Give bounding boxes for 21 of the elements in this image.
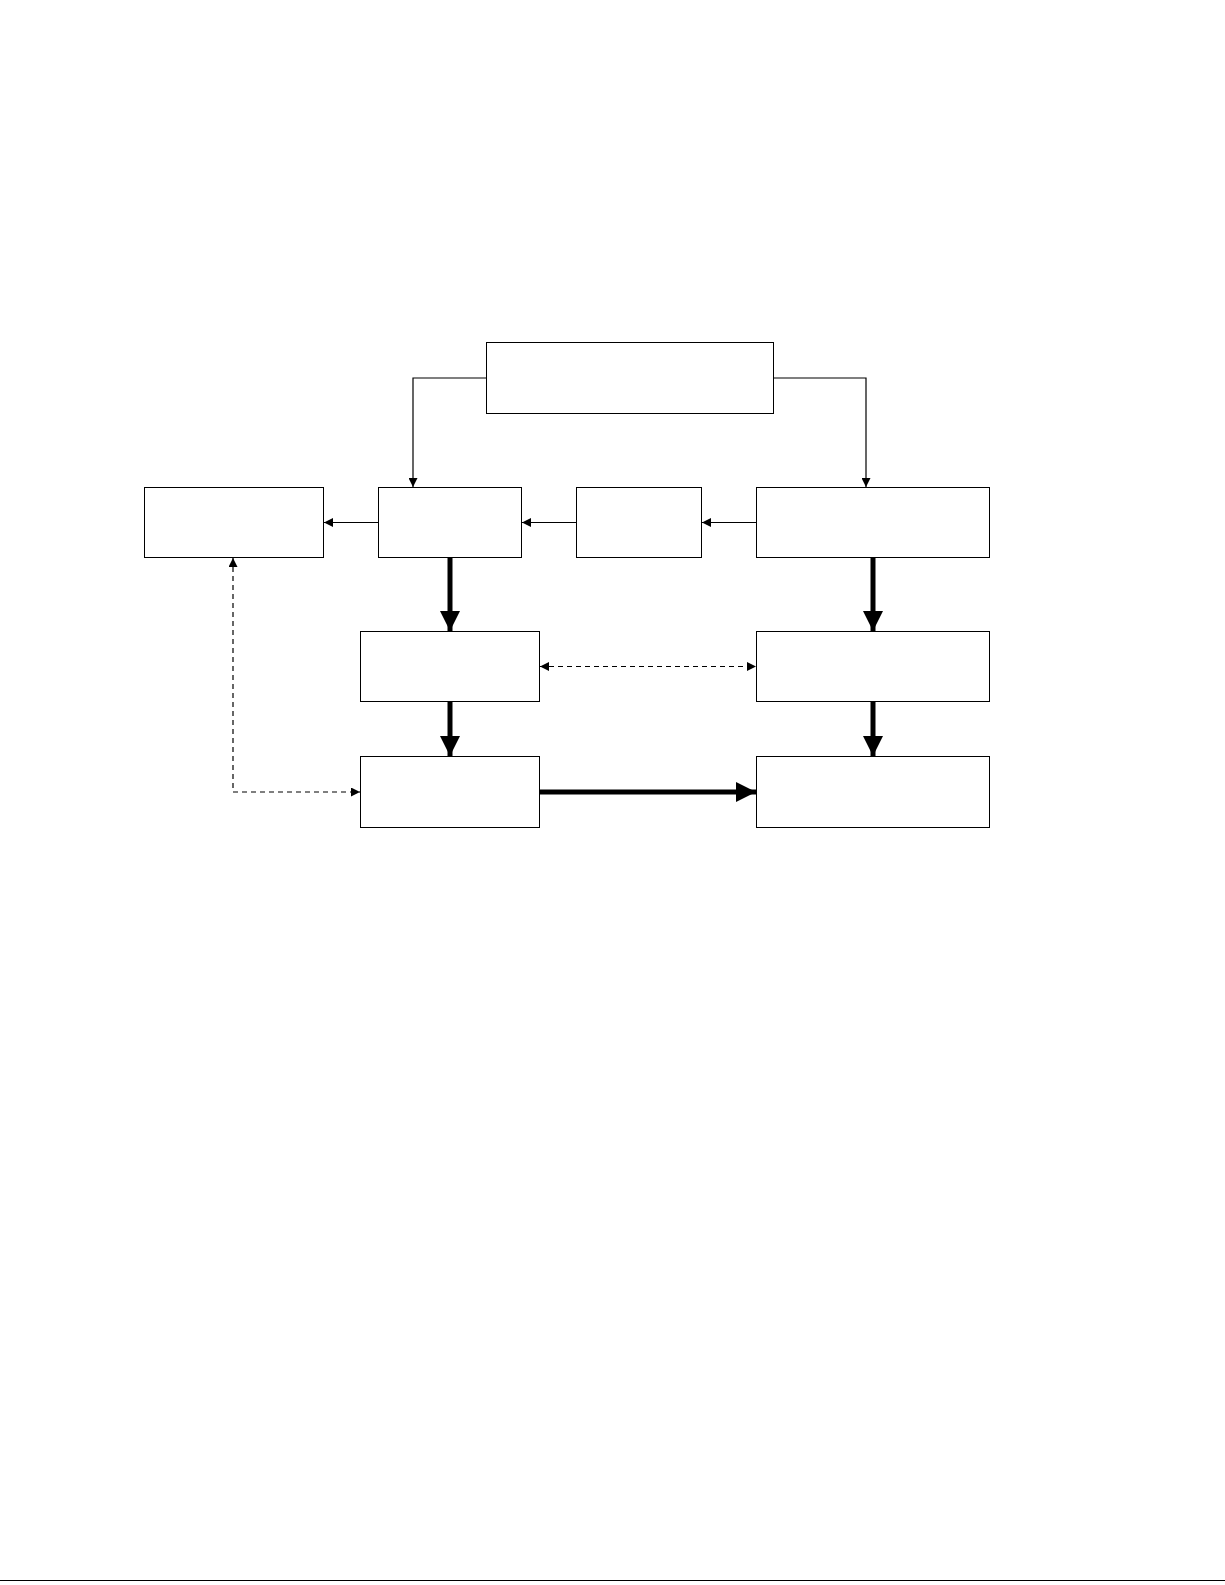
empty-box [144, 487, 324, 558]
empty-box [756, 631, 990, 702]
thick-arrow [440, 702, 460, 756]
empty-box [486, 342, 774, 414]
dashed-arrow [539, 662, 757, 671]
arrow [773, 377, 871, 488]
empty-box [378, 487, 522, 558]
empty-box [756, 487, 990, 558]
arrow [701, 518, 757, 527]
arrow [323, 518, 379, 527]
empty-box [756, 756, 990, 828]
thick-arrow [863, 558, 883, 631]
arrow [408, 377, 487, 488]
dashed-arrow [228, 557, 361, 797]
thick-arrow [440, 558, 460, 631]
thick-arrow [863, 702, 883, 756]
empty-box [360, 756, 540, 828]
thick-arrow [540, 782, 756, 802]
arrow [521, 518, 577, 527]
empty-box [576, 487, 702, 558]
empty-box [360, 631, 540, 702]
